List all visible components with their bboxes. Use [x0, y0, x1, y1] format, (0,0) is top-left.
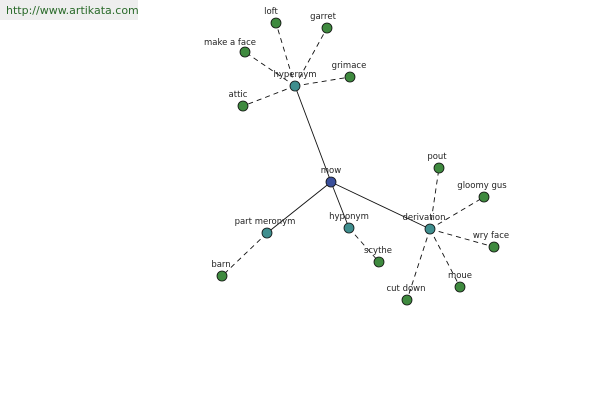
node-moue[interactable]: moue — [448, 271, 472, 293]
node-dot[interactable] — [343, 222, 355, 234]
node-label: barn — [211, 260, 230, 270]
node-mow[interactable]: mow — [321, 166, 341, 188]
edge-hypernym-garret — [294, 27, 328, 87]
node-label: make a face — [204, 38, 256, 48]
node-dot[interactable] — [270, 17, 282, 29]
node-hypernym[interactable]: hypernym — [273, 70, 317, 92]
edge-hyponym-scythe — [348, 227, 380, 263]
node-dot[interactable] — [216, 270, 228, 282]
node-cut-down[interactable]: cut down — [386, 284, 426, 306]
node-label: garret — [310, 12, 336, 22]
node-dot[interactable] — [237, 100, 249, 112]
node-gloomy-gus[interactable]: gloomy gus — [457, 181, 507, 203]
node-label: gloomy gus — [457, 181, 507, 191]
node-dot[interactable] — [478, 191, 490, 203]
node-dot[interactable] — [289, 80, 301, 92]
node-make-a-face[interactable]: make a face — [204, 38, 256, 58]
edge-derivation-gloomy_gus — [429, 196, 485, 230]
node-label: derivation — [402, 213, 445, 223]
node-label: wry face — [473, 231, 509, 241]
edge-derivation-pout — [429, 167, 440, 230]
edge-mow-hypernym — [294, 85, 332, 183]
edge-mow-part_meronym — [266, 181, 332, 234]
edge-derivation-cut_down — [406, 228, 431, 301]
node-part-meronym[interactable]: part meronym — [235, 217, 296, 239]
node-grimace[interactable]: grimace — [332, 61, 367, 83]
node-dot[interactable] — [325, 176, 337, 188]
node-label: cut down — [386, 284, 425, 294]
node-label: hypernym — [273, 70, 316, 80]
node-derivation[interactable]: derivation — [402, 213, 446, 235]
graph-nodes: mow hypernym part meronym hyponym derivation… — [204, 7, 509, 306]
node-dot[interactable] — [373, 256, 385, 268]
node-scythe[interactable]: scythe — [364, 246, 392, 268]
node-dot[interactable] — [401, 294, 413, 306]
node-label: loft — [264, 7, 278, 17]
node-dot[interactable] — [433, 162, 445, 174]
banner: http://www.artikata.com — [0, 0, 139, 20]
node-dot[interactable] — [454, 281, 466, 293]
node-garret[interactable]: garret — [310, 12, 337, 34]
node-label: grimace — [332, 61, 367, 71]
node-hyponym[interactable]: hyponym — [329, 212, 369, 234]
node-attic[interactable]: attic — [229, 90, 249, 112]
edge-hypernym-grimace — [294, 76, 351, 87]
node-label: moue — [448, 271, 472, 281]
edge-hypernym-make_a_face — [244, 51, 296, 87]
node-label: hyponym — [329, 212, 369, 222]
node-label: pout — [427, 152, 447, 162]
edge-hypernym-loft — [275, 22, 296, 87]
node-loft[interactable]: loft — [264, 7, 282, 29]
banner-url-link[interactable]: http://www.artikata.com — [6, 4, 139, 17]
node-dot[interactable] — [239, 46, 251, 58]
node-dot[interactable] — [344, 71, 356, 83]
edge-derivation-moue — [429, 228, 461, 288]
node-label: part meronym — [235, 217, 296, 227]
node-barn[interactable]: barn — [211, 260, 231, 282]
graph-edges — [221, 22, 495, 301]
node-label: mow — [321, 166, 341, 176]
node-label: attic — [229, 90, 248, 100]
edge-hypernym-attic — [242, 85, 296, 107]
edge-part_meronym-barn — [221, 232, 268, 277]
node-dot[interactable] — [424, 223, 436, 235]
node-label: scythe — [364, 246, 392, 256]
edge-mow-derivation — [330, 181, 431, 230]
edge-derivation-wry_face — [429, 228, 495, 248]
node-pout[interactable]: pout — [427, 152, 447, 174]
node-dot[interactable] — [488, 241, 500, 253]
node-dot[interactable] — [261, 227, 273, 239]
edge-mow-hyponym — [330, 181, 350, 229]
node-dot[interactable] — [321, 22, 333, 34]
node-wry-face[interactable]: wry face — [473, 231, 509, 253]
